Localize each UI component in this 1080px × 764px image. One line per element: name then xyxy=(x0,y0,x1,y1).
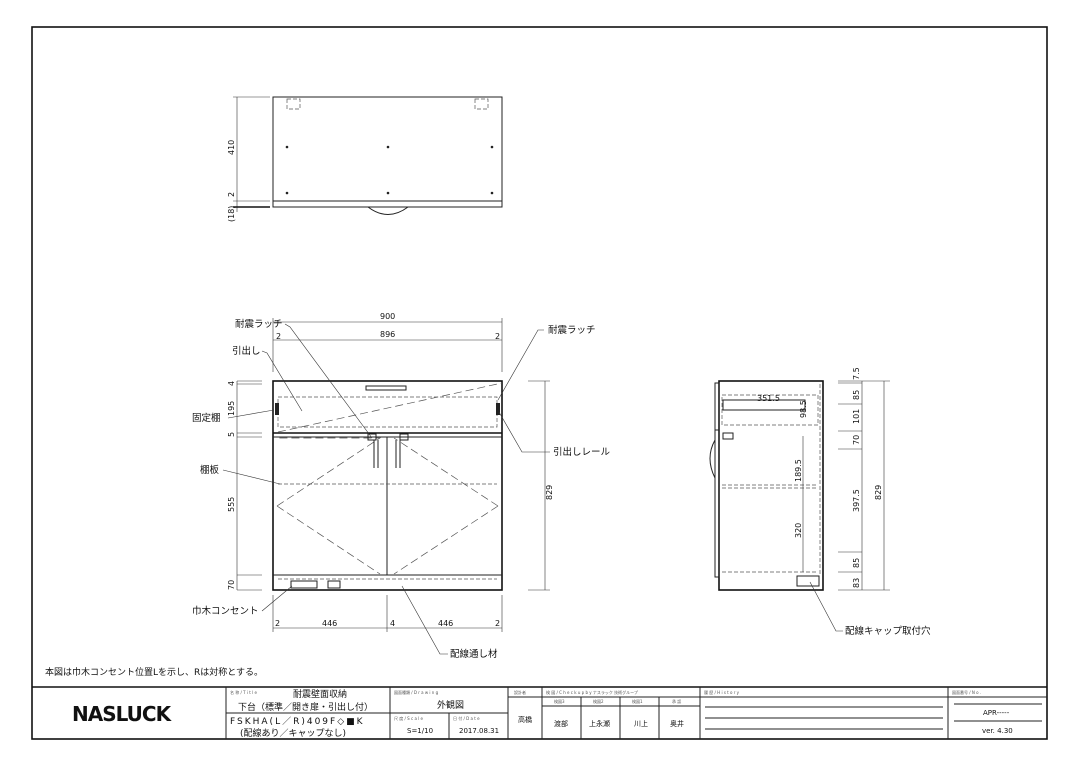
label-drawer: 引出し xyxy=(232,345,261,357)
dim-s-4: 70 xyxy=(852,435,861,445)
scale-caption: 尺 度 / S c a l e xyxy=(394,715,424,721)
dim-s-1: 7.5 xyxy=(852,367,861,380)
check-caption: 検 図 / C h e c k u p b y ナスラック 技術グループ xyxy=(546,689,638,695)
label-baseboard-outlet: 巾木コンセント xyxy=(192,605,259,617)
label-latch-right: 耐震ラッチ xyxy=(548,324,596,336)
dim-v-plinth: 70 xyxy=(227,580,236,590)
dim-rail: 98.5 xyxy=(799,400,808,418)
title-caption: 名 称 / T i t l e xyxy=(230,689,257,695)
dim-side-right: 2 xyxy=(495,332,500,341)
title-main: 耐震壁面収納 xyxy=(293,688,347,700)
drawing-note: 本図は巾木コンセント位置Lを示し、Rは対称とする。 xyxy=(45,666,263,678)
dim-v-door: 555 xyxy=(227,497,236,512)
dim-v-shelf: 5 xyxy=(227,432,236,437)
dim-door: (18) xyxy=(227,206,236,222)
scale-value: S=1/10 xyxy=(407,727,433,735)
history-caption: 履 歴 / H i s t o r y xyxy=(704,689,740,695)
dim-v-drawer: 195 xyxy=(227,401,236,416)
title-sub: 下台（標準／開き扉・引出し付） xyxy=(238,701,373,713)
dim-s-5: 397.5 xyxy=(852,489,861,512)
model-number: FSKHA(L／R)409F◇■K xyxy=(230,716,365,727)
dim-b-3: 4 xyxy=(390,619,395,628)
dim-overall-width: 900 xyxy=(380,312,395,321)
dim-b-5: 2 xyxy=(495,619,500,628)
dim-drawer-depth: 351.5 xyxy=(757,394,780,403)
drawing-number: APR----- xyxy=(983,709,1010,717)
title-block: NASLUCK 名 称 / T i t l e 耐震壁面収納 下台（標準／開き扉… xyxy=(32,686,1047,739)
number-caption: 図面番号 / N o . xyxy=(952,689,981,695)
drawing-type: 外観図 xyxy=(437,699,464,711)
version: ver. 4.30 xyxy=(982,727,1013,735)
approver-1: 渡部 xyxy=(554,719,568,728)
top-view: 410 2 (18) xyxy=(227,96,503,222)
designer: 高橋 xyxy=(518,715,532,724)
approver-caption-1: 検図3 xyxy=(554,698,565,704)
baseboard-outlet xyxy=(290,580,318,589)
dim-inner-width: 896 xyxy=(380,330,395,339)
label-wiring-member: 配線通し材 xyxy=(450,648,498,660)
dim-s-2: 85 xyxy=(852,390,861,400)
model-note: (配線あり／キャップなし) xyxy=(240,727,346,739)
approver-caption-3: 検図1 xyxy=(632,698,643,704)
date-caption: 日 付 / D a t e xyxy=(453,715,480,721)
dim-depth: 410 xyxy=(227,140,236,155)
dim-side-left: 2 xyxy=(276,332,281,341)
company-logo: NASLUCK xyxy=(72,702,173,726)
approver-2: 上永瀬 xyxy=(589,719,610,728)
label-shelf-board: 棚板 xyxy=(200,464,220,476)
date-value: 2017.08.31 xyxy=(459,727,499,735)
dim-b-1: 2 xyxy=(275,619,280,628)
designer-caption: 設計者 xyxy=(514,689,526,695)
side-view: 351.5 98.5 189.5 320 7.5 85 101 70 397.5… xyxy=(709,367,931,637)
drawing-caption: 図面種類 / D r a w i n g xyxy=(394,689,439,695)
sheet-border xyxy=(31,26,1048,740)
label-fixed-shelf: 固定棚 xyxy=(192,412,221,424)
dim-lower: 320 xyxy=(794,523,803,538)
approver-4: 奥井 xyxy=(670,719,684,728)
dim-s-height: 829 xyxy=(874,485,883,500)
dim-b-4: 446 xyxy=(438,619,453,628)
label-wiring-cap-hole: 配線キャップ取付穴 xyxy=(845,625,931,637)
approver-3: 川上 xyxy=(634,719,648,728)
dim-upper: 189.5 xyxy=(794,459,803,482)
dim-s-7: 83 xyxy=(852,578,861,588)
dim-s-3: 101 xyxy=(852,409,861,424)
label-drawer-rail: 引出しレール xyxy=(553,446,611,458)
dim-height: 829 xyxy=(545,485,554,500)
approver-caption-4: 承 認 xyxy=(672,698,681,704)
dim-gap: 2 xyxy=(227,192,236,197)
dim-v-top: 4 xyxy=(227,381,236,386)
front-view: 900 896 2 2 4 195 5 555 70 829 2 446 4 4… xyxy=(192,312,611,660)
dim-s-6: 85 xyxy=(852,558,861,568)
dim-b-2: 446 xyxy=(322,619,337,628)
label-latch-left: 耐震ラッチ xyxy=(235,318,283,330)
approver-caption-2: 検図2 xyxy=(593,698,604,704)
